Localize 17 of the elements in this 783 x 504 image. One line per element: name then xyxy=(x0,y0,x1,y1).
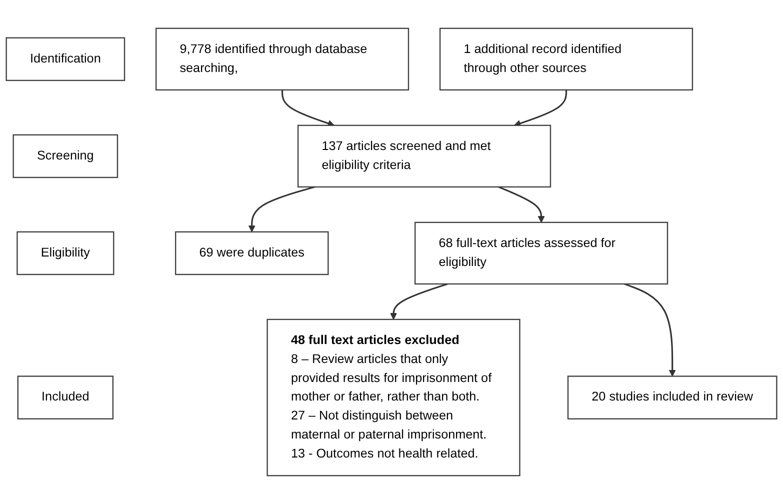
node-box: Eligibility xyxy=(16,231,114,276)
arrow xyxy=(390,283,448,320)
node-box: 20 studies included in review xyxy=(567,376,778,420)
node-box: Included xyxy=(17,376,114,420)
arrow xyxy=(624,283,676,377)
arrow xyxy=(248,186,316,232)
node-box: 1 additional record identified through other sources xyxy=(439,28,694,90)
node-box: 137 articles screened and met eligibility criteria xyxy=(297,124,552,188)
arrow xyxy=(514,90,568,127)
node-box: 9,778 identified through database searching, xyxy=(155,28,410,90)
node-box: Identification xyxy=(6,37,126,82)
node-box: 48 full text articles excluded 8 – Review articles that only provided results for imprisonment of mother or father, rather than both. 27 – Not distinguish between maternal or paternal imprisonment. 13 - Outcomes not health related. xyxy=(266,318,520,476)
node-box: 68 full-text articles assessed for eligibility xyxy=(414,222,668,285)
arrow xyxy=(498,186,545,223)
node-box: 69 were duplicates xyxy=(175,231,329,276)
node-box: Screening xyxy=(12,134,118,178)
arrow xyxy=(281,90,335,127)
